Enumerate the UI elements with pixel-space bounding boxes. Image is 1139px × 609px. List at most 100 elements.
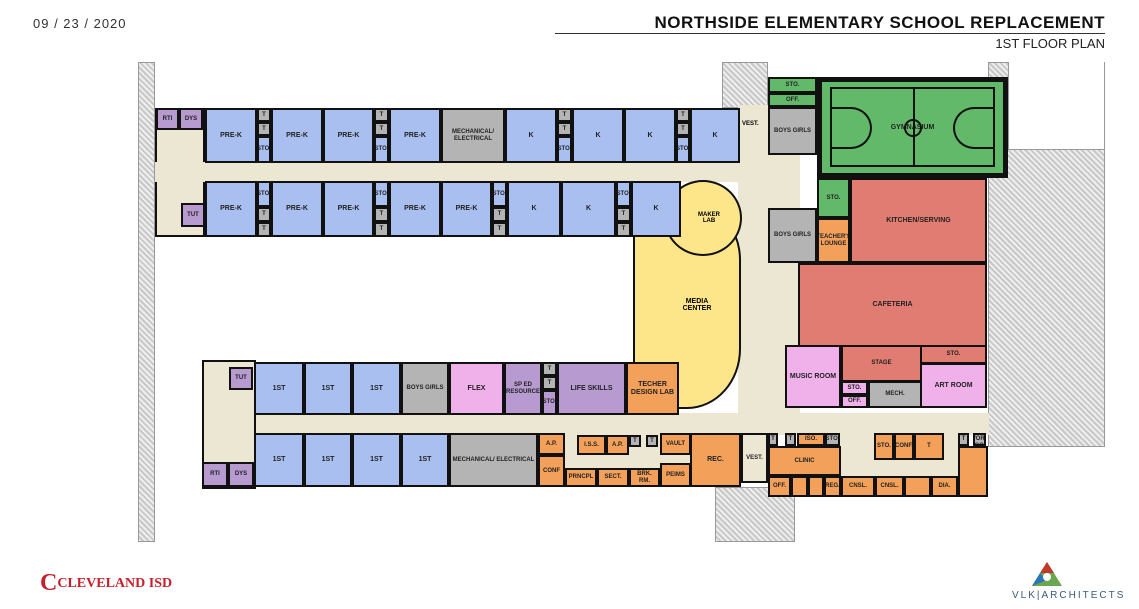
room-first-grade[interactable]: 1ST <box>352 433 401 487</box>
room-break-work-room[interactable] <box>958 446 988 497</box>
room-kindergarten[interactable]: K <box>505 108 557 163</box>
room-pre-k[interactable]: PRE-K <box>441 181 492 237</box>
room-conference[interactable]: CONF <box>538 455 565 487</box>
room-techer-design-lab[interactable]: TECHER DESIGN LAB <box>626 362 679 415</box>
room-storage[interactable]: STO. <box>492 181 507 207</box>
room-toilet[interactable]: T <box>676 122 690 136</box>
room-toilet[interactable]: T <box>768 433 778 446</box>
room-storage[interactable]: STO. <box>557 136 572 163</box>
room-dys[interactable]: DYS <box>179 108 203 130</box>
room-toilet[interactable]: T <box>629 435 641 447</box>
room-pre-k[interactable]: PRE-K <box>389 108 441 163</box>
room-clinic[interactable]: CLINIC <box>768 446 841 476</box>
room-music-room[interactable]: MUSIC ROOM <box>785 345 841 408</box>
room-toilet[interactable]: T <box>958 433 969 446</box>
room-vault[interactable]: VAULT <box>660 433 691 455</box>
room-vestibule[interactable]: VEST. <box>741 433 768 483</box>
room-principal[interactable]: PRNCPL <box>565 468 597 487</box>
room-toilet[interactable]: T <box>616 222 631 237</box>
room-peims[interactable]: PEIMS <box>660 463 691 487</box>
room-toilet[interactable]: T <box>785 433 796 446</box>
room-break-room[interactable]: BRK. RM. <box>629 468 660 487</box>
room-toilet[interactable]: T <box>676 108 690 122</box>
room-storage[interactable]: STO. <box>825 433 840 446</box>
room-restrooms[interactable]: BOYS GIRLS <box>768 208 817 263</box>
room-office[interactable]: OFF. <box>841 395 868 408</box>
room-reception[interactable]: REC. <box>690 433 741 487</box>
room-storage[interactable]: STO. <box>257 181 271 207</box>
room-exam-room[interactable]: REG. <box>824 476 841 497</box>
room-toilet[interactable]: T <box>257 207 271 222</box>
room-storage[interactable]: STO. <box>542 390 557 415</box>
room-secretary[interactable]: SECT. <box>597 468 629 487</box>
room-diagnostician[interactable]: STO. <box>874 433 894 460</box>
room-tutoring[interactable]: TUT <box>229 367 253 390</box>
room-gymnasium[interactable]: GYMNASIUM <box>817 77 1008 178</box>
room-exam-room[interactable] <box>808 476 824 497</box>
room-sp-ed-resource[interactable]: SP ED RESOURCE <box>504 362 542 415</box>
room-rti[interactable]: RTI <box>202 462 228 487</box>
room-assistant-principal[interactable]: A.P. <box>606 435 629 455</box>
room-iss[interactable]: I.S.S. <box>577 435 606 455</box>
room-counselor[interactable]: CNSL. <box>875 476 904 497</box>
room-restrooms[interactable]: BOYS GIRLS <box>401 362 449 415</box>
room-pre-k[interactable]: PRE-K <box>323 108 374 163</box>
room-storage[interactable]: STO. <box>374 136 389 163</box>
room-pre-k[interactable]: PRE-K <box>271 108 323 163</box>
room-kindergarten[interactable]: K <box>561 181 616 237</box>
room-pre-k[interactable]: PRE-K <box>271 181 323 237</box>
room-pre-k[interactable]: PRE-K <box>323 181 374 237</box>
room-storage[interactable]: STO. <box>257 136 271 163</box>
room-storage[interactable]: CONF. <box>894 433 914 460</box>
room-art-room[interactable]: ART ROOM <box>920 363 987 408</box>
room-first-grade[interactable]: 1ST <box>304 362 352 415</box>
room-pre-k[interactable]: PRE-K <box>389 181 441 237</box>
room-toilet[interactable]: T <box>557 108 572 122</box>
room-office[interactable]: OFF. <box>768 476 791 497</box>
room-toilet[interactable]: T <box>542 376 557 390</box>
room-storage[interactable]: STO. <box>841 381 868 395</box>
room-first-grade[interactable]: 1ST <box>254 433 304 487</box>
room-toilet[interactable]: T <box>542 362 557 376</box>
room-storage[interactable]: STO. <box>920 345 987 364</box>
room-toilet[interactable]: T <box>374 122 389 136</box>
room-storage[interactable]: STO. <box>768 77 817 93</box>
room-kindergarten[interactable]: K <box>631 181 681 237</box>
room-toilet[interactable]: T <box>257 122 271 136</box>
room-storage[interactable]: STO. <box>817 178 850 218</box>
room-office[interactable]: OFF. <box>768 93 817 107</box>
room-mechanical[interactable]: MECH. <box>868 381 922 408</box>
room-toilet[interactable]: BRK. / WORK ROOM <box>973 433 986 446</box>
room-life-skills[interactable]: LIFE SKILLS <box>557 362 626 415</box>
room-kindergarten[interactable]: K <box>690 108 740 163</box>
room-kindergarten[interactable]: K <box>507 181 561 237</box>
room-conference[interactable]: T <box>914 433 944 460</box>
room-pre-k[interactable]: PRE-K <box>205 108 257 163</box>
room-kitchen-serving[interactable]: KITCHEN/SERVING <box>850 178 987 263</box>
room-rti[interactable]: RTI <box>156 108 179 130</box>
room-kindergarten[interactable]: K <box>572 108 624 163</box>
room-stage[interactable]: STAGE <box>841 345 922 382</box>
room-toilet[interactable]: T <box>557 122 572 136</box>
room-dys[interactable]: DYS <box>228 462 254 487</box>
room-first-grade[interactable]: 1ST <box>352 362 401 415</box>
room-storage[interactable]: STO. <box>616 181 631 207</box>
room-storage[interactable]: STO. <box>676 136 690 163</box>
room-toilet[interactable]: T <box>616 207 631 222</box>
room-toilet[interactable]: T <box>257 222 271 237</box>
room-toilet[interactable]: T <box>646 435 658 447</box>
room-cafeteria[interactable]: CAFETERIA <box>798 263 987 347</box>
room-toilet[interactable]: T <box>492 207 507 222</box>
room-assistant-principal[interactable]: A.P. <box>538 433 565 455</box>
room-isolation[interactable]: ISO. <box>797 433 825 446</box>
room-first-grade[interactable]: 1ST <box>254 362 304 415</box>
room-mechanical-electrical[interactable]: MECHANICAL/ ELECTRICAL <box>441 108 505 163</box>
room-first-grade[interactable]: 1ST <box>304 433 352 487</box>
room-teachers-lounge[interactable]: TEACHER'S LOUNGE <box>817 218 850 263</box>
room-toilet[interactable]: T <box>257 108 271 122</box>
room-restrooms[interactable]: BOYS GIRLS <box>768 107 817 155</box>
room-tutoring[interactable]: TUT <box>181 203 205 227</box>
room-flex[interactable]: FLEX <box>449 362 504 415</box>
room-office[interactable]: DIA. <box>931 476 958 497</box>
room-toilet[interactable]: T <box>374 222 389 237</box>
